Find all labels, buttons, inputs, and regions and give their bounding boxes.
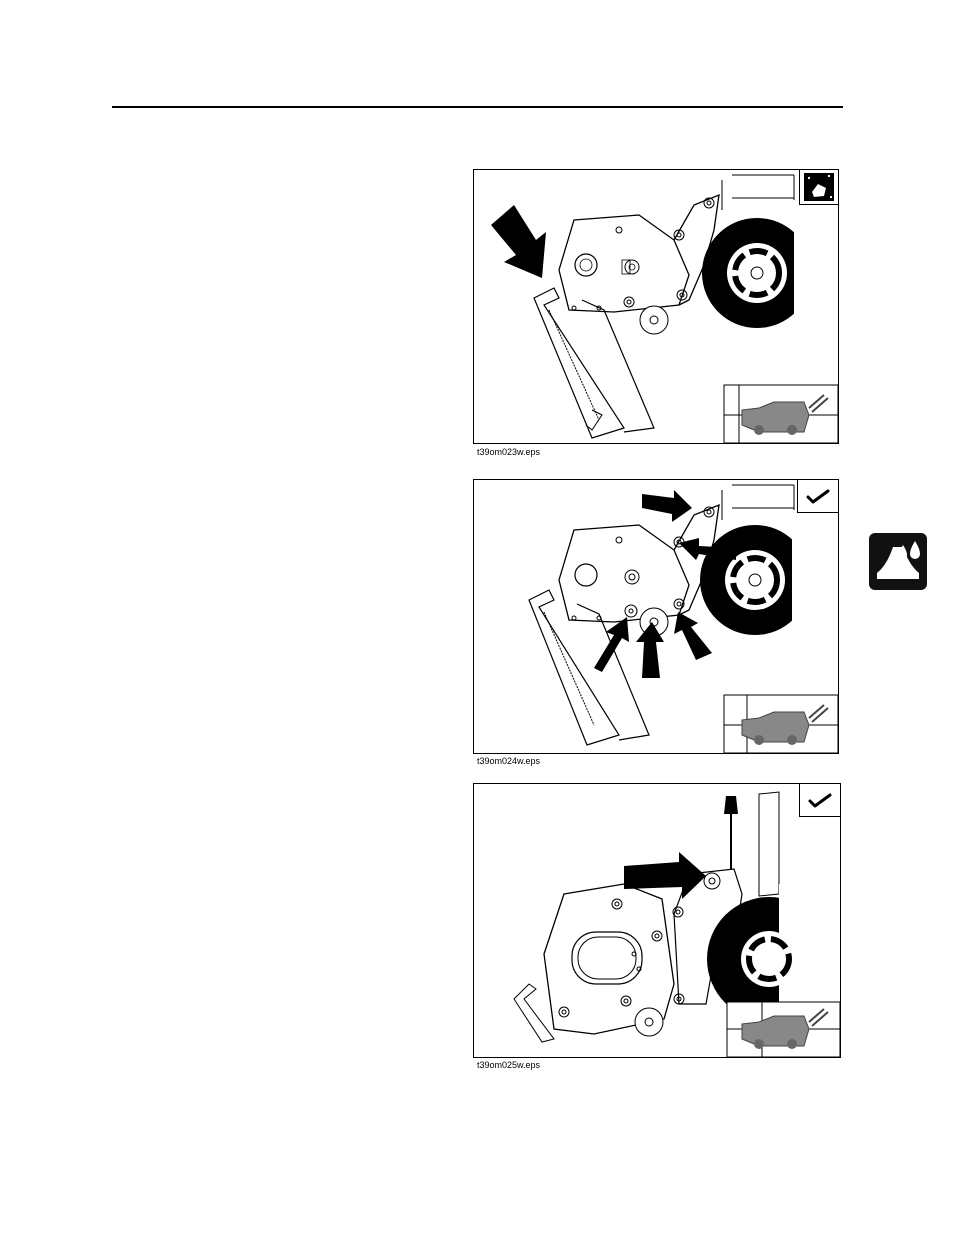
figure-3-caption: t39om025w.eps (477, 1060, 540, 1070)
check-mark-icon (798, 480, 838, 512)
header-rule (112, 106, 843, 108)
figure-2-caption: t39om024w.eps (477, 756, 540, 766)
figure-1-caption: t39om023w.eps (477, 447, 540, 457)
figure-1-illustration (474, 170, 838, 443)
figure-3-illustration (474, 784, 840, 1057)
lubrication-section-tab (869, 533, 927, 590)
figure-3 (473, 783, 841, 1058)
check-mark-icon (800, 784, 840, 816)
figure-2 (473, 479, 839, 754)
figure-1 (473, 169, 839, 444)
figure-3-badge (799, 784, 840, 817)
figure-2-illustration (474, 480, 838, 753)
figure-2-badge (797, 480, 838, 513)
cleaning-service-icon (800, 170, 838, 204)
lubrication-oil-can-icon (869, 533, 927, 590)
figure-1-badge (799, 170, 838, 205)
